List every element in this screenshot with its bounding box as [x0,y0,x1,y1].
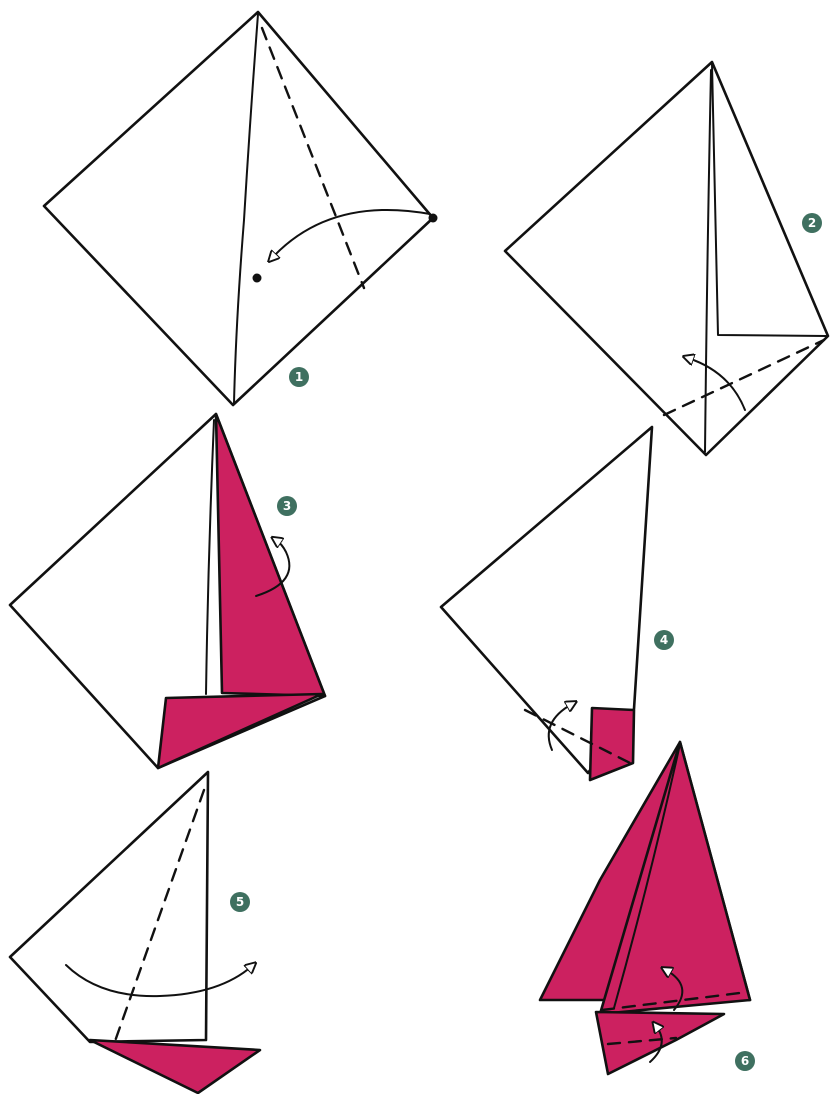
step-5-badge: 5 [230,892,250,912]
step-5-hull [90,1040,260,1093]
step-3-sail-flap [216,414,325,696]
step-3-diagram [10,414,325,768]
step-4-number: 4 [660,633,668,647]
step-3-number: 3 [283,499,291,513]
step-2-number: 2 [808,216,816,230]
step-3-bottom-flap [158,694,322,768]
step-4-bottom-flap [590,708,634,780]
step-2-diagram [505,62,828,455]
step-3-badge: 3 [277,496,297,516]
step-1-badge: 1 [289,367,309,387]
step-6-number: 6 [741,1054,749,1068]
step-6-badge: 6 [735,1051,755,1071]
step-6-diagram [540,742,750,1074]
step-5-diagram [10,772,260,1093]
step-5-number: 5 [236,895,244,909]
step-1-end-dot [253,274,262,283]
step-4-diagram [441,427,652,780]
step-1-diagram [44,12,438,405]
step-5-paper-shape [10,772,208,1042]
step-2-badge: 2 [802,213,822,233]
step-2-paper-shape [505,62,828,455]
step-1-paper-square [44,12,433,405]
step-1-number: 1 [295,370,303,384]
step-4-badge: 4 [654,630,674,650]
